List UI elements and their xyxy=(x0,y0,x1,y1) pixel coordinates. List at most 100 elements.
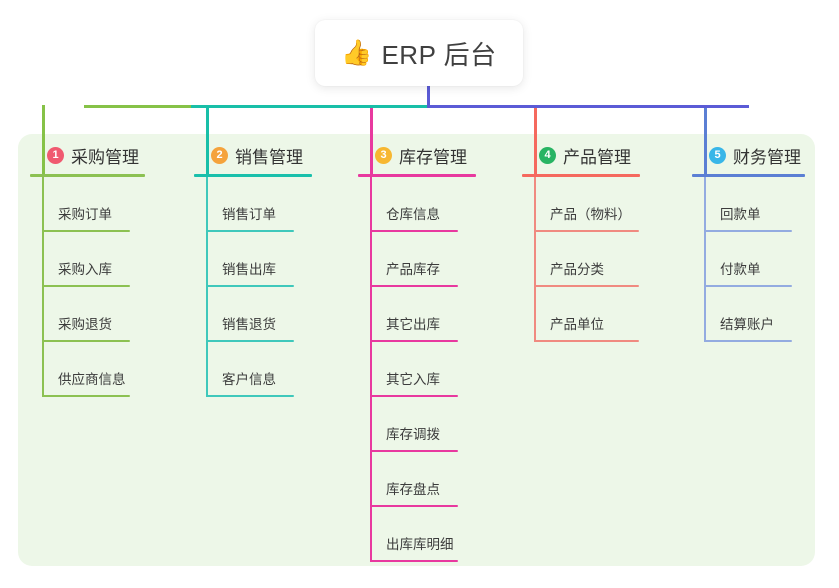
column-4: 4 产品管理产品（物料） 产品分类产品单位 xyxy=(522,140,697,342)
list-item-rule xyxy=(534,340,639,342)
list-item[interactable]: 销售退货 xyxy=(194,287,354,342)
list-item-rule xyxy=(206,230,294,232)
list-item-rule xyxy=(206,395,294,397)
list-item-rule xyxy=(370,505,458,507)
list-item-rule xyxy=(42,395,130,397)
list-item[interactable]: 客户信息 xyxy=(194,342,354,397)
list-item[interactable]: 产品单位 xyxy=(522,287,697,342)
column-rule-2 xyxy=(194,174,312,177)
column-title-2: 销售管理 xyxy=(235,147,303,167)
column-rule-5 xyxy=(692,174,805,177)
column-header-4[interactable]: 4 产品管理 xyxy=(522,140,697,170)
bus-segment-indigo xyxy=(427,105,749,108)
column-items-3: 仓库信息产品库存其它出库其它入库库存调拨库存盘点出库库明细 xyxy=(358,177,528,562)
list-item-rule xyxy=(370,395,458,397)
list-item-label: 仓库信息 xyxy=(386,207,440,222)
list-item-rule xyxy=(534,230,639,232)
column-drop-1 xyxy=(42,105,45,174)
column-drop-5 xyxy=(704,105,707,174)
column-items-2: 销售订单销售出库销售退货客户信息 xyxy=(194,177,354,397)
column-drop-3 xyxy=(370,105,373,174)
list-item-label: 其它出库 xyxy=(386,317,440,332)
bus-segment-green xyxy=(84,105,191,108)
list-item-rule xyxy=(42,230,130,232)
list-item-label: 采购订单 xyxy=(58,207,112,222)
list-item[interactable]: 出库库明细 xyxy=(358,507,528,562)
list-item[interactable]: 销售出库 xyxy=(194,232,354,287)
list-item-rule xyxy=(370,560,458,562)
list-item-label: 供应商信息 xyxy=(58,372,126,387)
column-stem-5 xyxy=(704,177,706,342)
list-item-label: 其它入库 xyxy=(386,372,440,387)
list-item-label: 库存盘点 xyxy=(386,482,440,497)
list-item-label: 结算账户 xyxy=(720,317,774,332)
list-item-rule xyxy=(370,450,458,452)
column-badge-4: 4 xyxy=(539,146,556,164)
column-rule-1 xyxy=(30,174,145,177)
list-item-label: 库存调拨 xyxy=(386,427,440,442)
list-item[interactable]: 采购入库 xyxy=(30,232,190,287)
list-item-label: 产品分类 xyxy=(550,262,604,277)
list-item[interactable]: 产品（物料） xyxy=(522,177,697,232)
diagram-canvas-panel xyxy=(18,134,815,566)
list-item-label: 付款单 xyxy=(720,262,761,277)
list-item-rule xyxy=(370,285,458,287)
list-item-label: 回款单 xyxy=(720,207,761,222)
list-item[interactable]: 产品分类 xyxy=(522,232,697,287)
list-item[interactable]: 结算账户 xyxy=(692,287,822,342)
list-item-label: 销售退货 xyxy=(222,317,276,332)
list-item[interactable]: 回款单 xyxy=(692,177,822,232)
list-item[interactable]: 库存调拨 xyxy=(358,397,528,452)
list-item-rule xyxy=(704,230,792,232)
column-items-4: 产品（物料） 产品分类产品单位 xyxy=(522,177,697,342)
list-item-label: 产品（物料） xyxy=(550,207,631,222)
column-badge-3: 3 xyxy=(375,146,392,164)
column-title-4: 产品管理 xyxy=(563,147,631,167)
column-title-3: 库存管理 xyxy=(399,147,467,167)
list-item-label: 出库库明细 xyxy=(386,537,454,552)
column-header-3[interactable]: 3 库存管理 xyxy=(358,140,528,170)
list-item[interactable]: 采购退货 xyxy=(30,287,190,342)
list-item-rule xyxy=(206,340,294,342)
list-item-label: 产品库存 xyxy=(386,262,440,277)
list-item[interactable]: 产品库存 xyxy=(358,232,528,287)
list-item-rule xyxy=(370,340,458,342)
column-stem-1 xyxy=(42,177,44,397)
column-stem-2 xyxy=(206,177,208,397)
root-node-card[interactable]: 👍 ERP 后台 xyxy=(315,20,523,86)
list-item-rule xyxy=(206,285,294,287)
root-node-title: ERP 后台 xyxy=(381,39,497,70)
thumbs-up-icon: 👍 xyxy=(341,38,373,67)
column-3: 3 库存管理仓库信息产品库存其它出库其它入库库存调拨库存盘点出库库明细 xyxy=(358,140,528,562)
list-item-rule xyxy=(42,340,130,342)
column-2: 2 销售管理销售订单销售出库销售退货客户信息 xyxy=(194,140,354,397)
column-rule-3 xyxy=(358,174,476,177)
list-item[interactable]: 库存盘点 xyxy=(358,452,528,507)
list-item-rule xyxy=(704,340,792,342)
list-item-label: 客户信息 xyxy=(222,372,276,387)
list-item-label: 采购入库 xyxy=(58,262,112,277)
list-item[interactable]: 其它出库 xyxy=(358,287,528,342)
list-item[interactable]: 销售订单 xyxy=(194,177,354,232)
list-item-label: 采购退货 xyxy=(58,317,112,332)
root-drop-indigo xyxy=(427,86,430,106)
bus-segment-teal xyxy=(191,105,431,108)
column-header-2[interactable]: 2 销售管理 xyxy=(194,140,354,170)
list-item-label: 销售订单 xyxy=(222,207,276,222)
column-badge-2: 2 xyxy=(211,146,228,164)
list-item[interactable]: 其它入库 xyxy=(358,342,528,397)
column-stem-4 xyxy=(534,177,536,342)
list-item-rule xyxy=(534,285,639,287)
list-item-rule xyxy=(704,285,792,287)
column-drop-2 xyxy=(206,105,209,174)
list-item[interactable]: 供应商信息 xyxy=(30,342,190,397)
list-item[interactable]: 采购订单 xyxy=(30,177,190,232)
list-item[interactable]: 付款单 xyxy=(692,232,822,287)
column-rule-4 xyxy=(522,174,640,177)
list-item[interactable]: 仓库信息 xyxy=(358,177,528,232)
column-items-1: 采购订单采购入库采购退货供应商信息 xyxy=(30,177,190,397)
